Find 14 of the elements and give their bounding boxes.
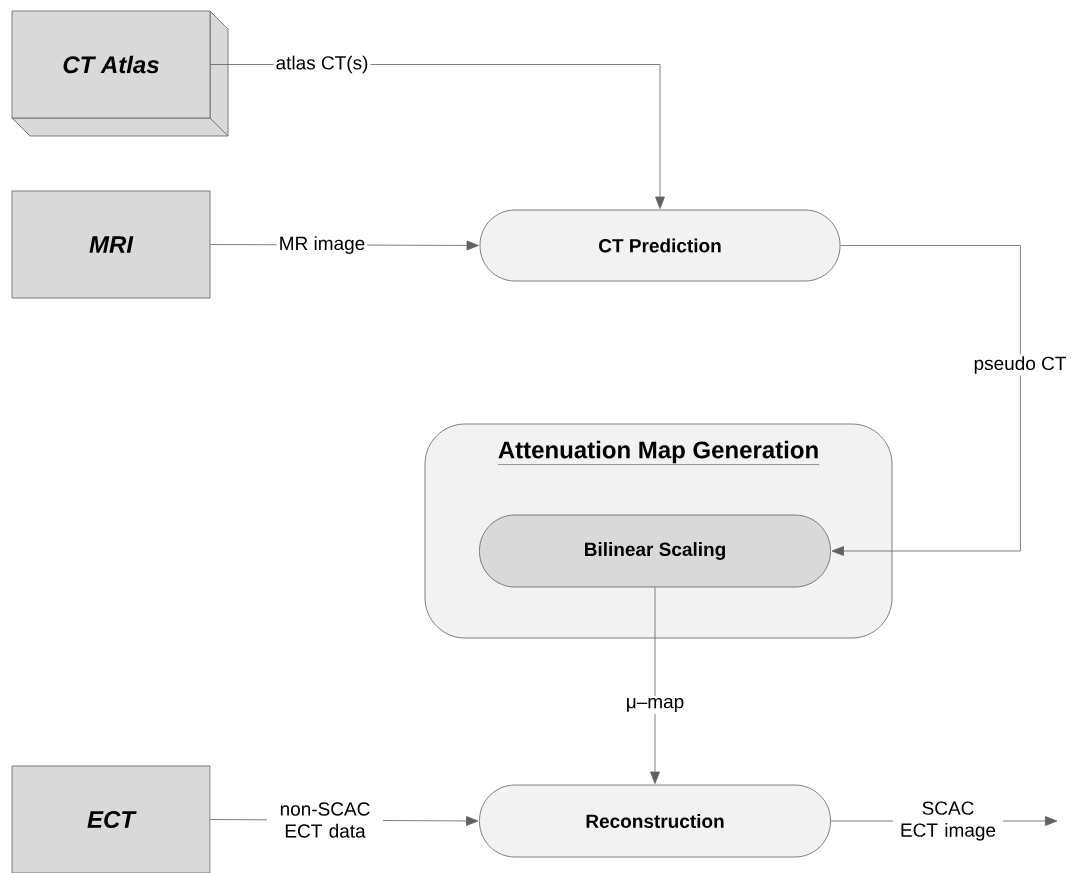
process-pill: Reconstruction <box>479 784 831 858</box>
edge-label: pseudo CT <box>971 354 1069 376</box>
edge-label: μ–map <box>623 695 687 715</box>
process-pill: CT Prediction <box>479 209 841 282</box>
edge-label: SCAC ECT image <box>893 799 1003 843</box>
arrow <box>831 245 1021 556</box>
process-pill: Bilinear Scaling <box>479 514 831 588</box>
block-box: ECT <box>11 765 211 873</box>
edge-label: non-SCAC ECT data <box>267 800 383 840</box>
block-box: MRI <box>11 190 211 299</box>
block-box: CT Atlas <box>11 10 229 137</box>
edge-label: atlas CT(s) <box>273 53 371 76</box>
arrow <box>650 587 660 784</box>
edge-label: MR image <box>276 234 368 256</box>
